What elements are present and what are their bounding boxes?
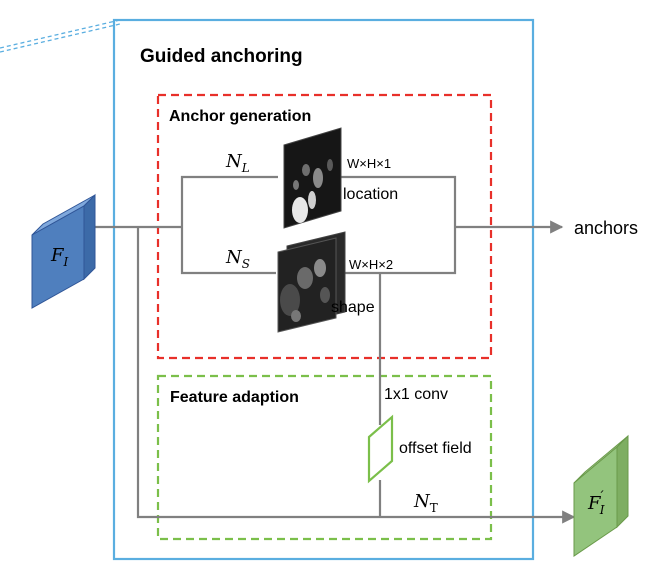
location-network-label: NL (225, 151, 250, 175)
guided-anchoring-box (112, 18, 535, 561)
shape-network-label: NS (225, 247, 250, 271)
output-label: F′I (587, 489, 605, 517)
dashed-connector (0, 19, 121, 53)
location-caption: location (343, 186, 398, 203)
shape-heatmap (277, 231, 346, 333)
feature-adaption-box (156, 374, 493, 541)
connector-lines (90, 175, 457, 519)
input-label: FI (50, 245, 69, 269)
location-dims: W×H×1 (347, 156, 391, 171)
output-feature-map (573, 434, 629, 557)
transform-network-label: NT (413, 491, 438, 515)
location-heatmap (283, 127, 342, 229)
shape-dims: W×H×2 (349, 257, 393, 272)
feature-adaption-title: Feature adaption (170, 389, 299, 406)
anchor-generation-title: Anchor generation (169, 108, 311, 125)
anchors-label: anchors (574, 218, 638, 238)
conv-label: 1x1 conv (384, 386, 448, 403)
shape-caption: shape (331, 299, 375, 316)
input-feature-map (31, 193, 96, 309)
offset-field-shape (367, 414, 394, 484)
guided-anchoring-title: Guided anchoring (140, 46, 303, 67)
offset-field-label: offset field (399, 440, 472, 457)
